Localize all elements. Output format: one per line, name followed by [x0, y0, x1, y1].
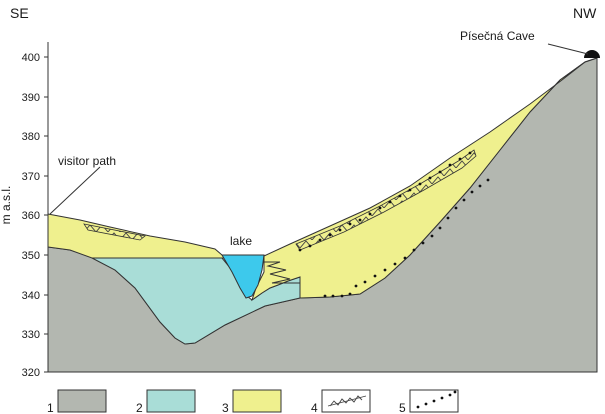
- sediment-slope: [251, 57, 598, 302]
- visitor-path-label: visitor path: [58, 154, 116, 168]
- legend-swatch-3: [232, 389, 282, 413]
- lake-body: [221, 254, 265, 299]
- direction-se: SE: [10, 5, 29, 21]
- direction-nw: NW: [573, 5, 597, 21]
- y-tick-400: 400: [22, 52, 40, 64]
- visitor-path-leader-line: [49, 166, 101, 215]
- legend-number-5: 5: [399, 401, 406, 414]
- y-tick-350: 350: [22, 250, 40, 262]
- legend-number-1: 1: [47, 401, 54, 414]
- legend-swatch-2: [146, 389, 196, 413]
- y-tick-360: 360: [22, 210, 40, 222]
- y-tick-340: 340: [22, 290, 40, 302]
- triangle-band-left: [83, 223, 146, 241]
- lake-label: lake: [230, 234, 252, 248]
- y-tick-390: 390: [22, 92, 40, 104]
- y-tick-320: 320: [22, 367, 40, 379]
- legend-triangle-pattern: [327, 395, 367, 407]
- cave-icon: [584, 50, 600, 58]
- legend-number-2: 2: [136, 401, 143, 414]
- legend-number-3: 3: [222, 401, 229, 414]
- dotted-lines: [298, 151, 490, 298]
- legend-dot-pattern: [416, 390, 457, 409]
- y-tick-330: 330: [22, 329, 40, 341]
- bedrock-unit: [47, 57, 598, 373]
- clay-wedges: [264, 261, 300, 284]
- legend-number-4: 4: [311, 401, 318, 414]
- y-tick-labels: 400 390 380 370 360 350 340 330 320: [22, 52, 40, 379]
- legend-swatch-1: [57, 389, 107, 413]
- y-tick-370: 370: [22, 171, 40, 183]
- cave-label: Písečná Cave: [460, 29, 535, 43]
- triangle-band-right: [295, 149, 477, 251]
- y-tick-380: 380: [22, 131, 40, 143]
- legend: 1 2 3 4 5: [47, 389, 459, 414]
- cave-leader-line: [547, 43, 589, 55]
- y-axis: [44, 42, 49, 373]
- y-axis-label: m a.s.l.: [0, 186, 13, 225]
